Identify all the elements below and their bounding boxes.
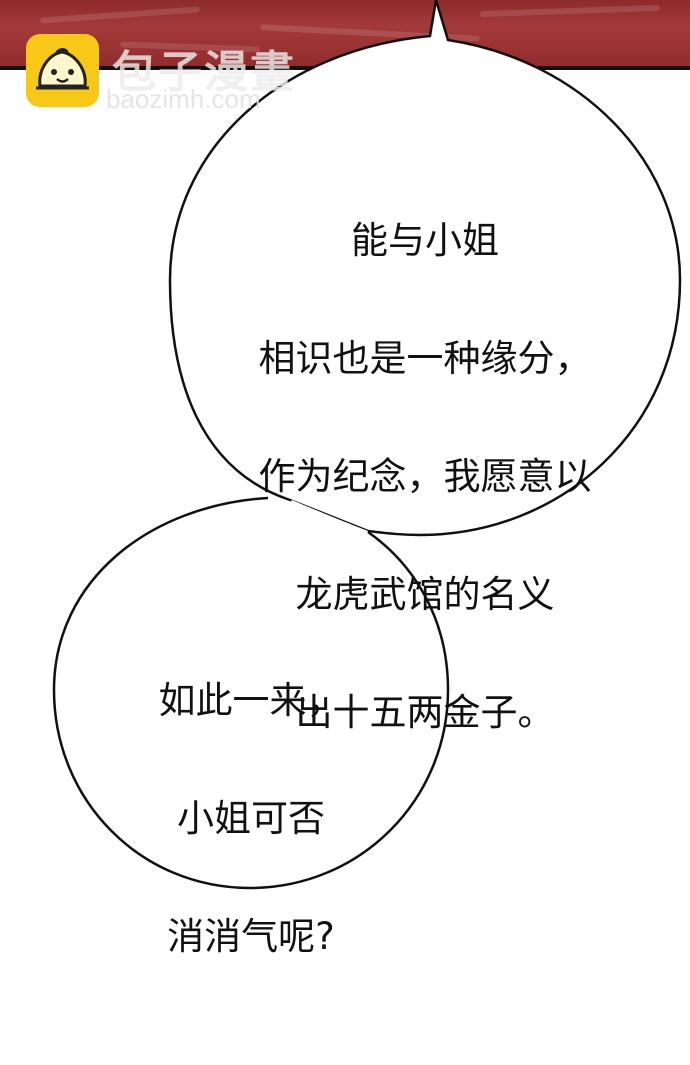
bubble-2-line: 小姐可否 [177, 797, 325, 840]
bubble-1-line: 作为纪念，我愿意以 [258, 455, 592, 498]
speech-bubble-1-text: 能与小姐 相识也是一种缘分， 作为纪念，我愿意以 龙虎武馆的名义 出十五两金子。 [195, 152, 655, 801]
watermark-site-url: baozimh.com [106, 84, 261, 114]
bubble-1-line: 出十五两金子。 [295, 691, 555, 734]
bubble-2-line: 如此一来， [158, 679, 344, 722]
bubble-1-line: 相识也是一种缘分， [258, 337, 592, 380]
speech-bubble-1-outline [168, 0, 682, 537]
speech-bubble-2-text: 如此一来， 小姐可否 消消气呢? [120, 612, 382, 1025]
watermark-site-name: 包子漫畫 [112, 47, 296, 98]
speech-bubble-2-outline [52, 496, 450, 890]
bun-logo-icon [26, 34, 99, 107]
site-watermark: 包子漫畫 baozimh.com [26, 34, 326, 114]
bubble-1-line: 能与小姐 [351, 219, 499, 262]
bubble-1-line: 龙虎武馆的名义 [295, 573, 555, 616]
bubble-2-line: 消消气呢? [167, 915, 335, 958]
